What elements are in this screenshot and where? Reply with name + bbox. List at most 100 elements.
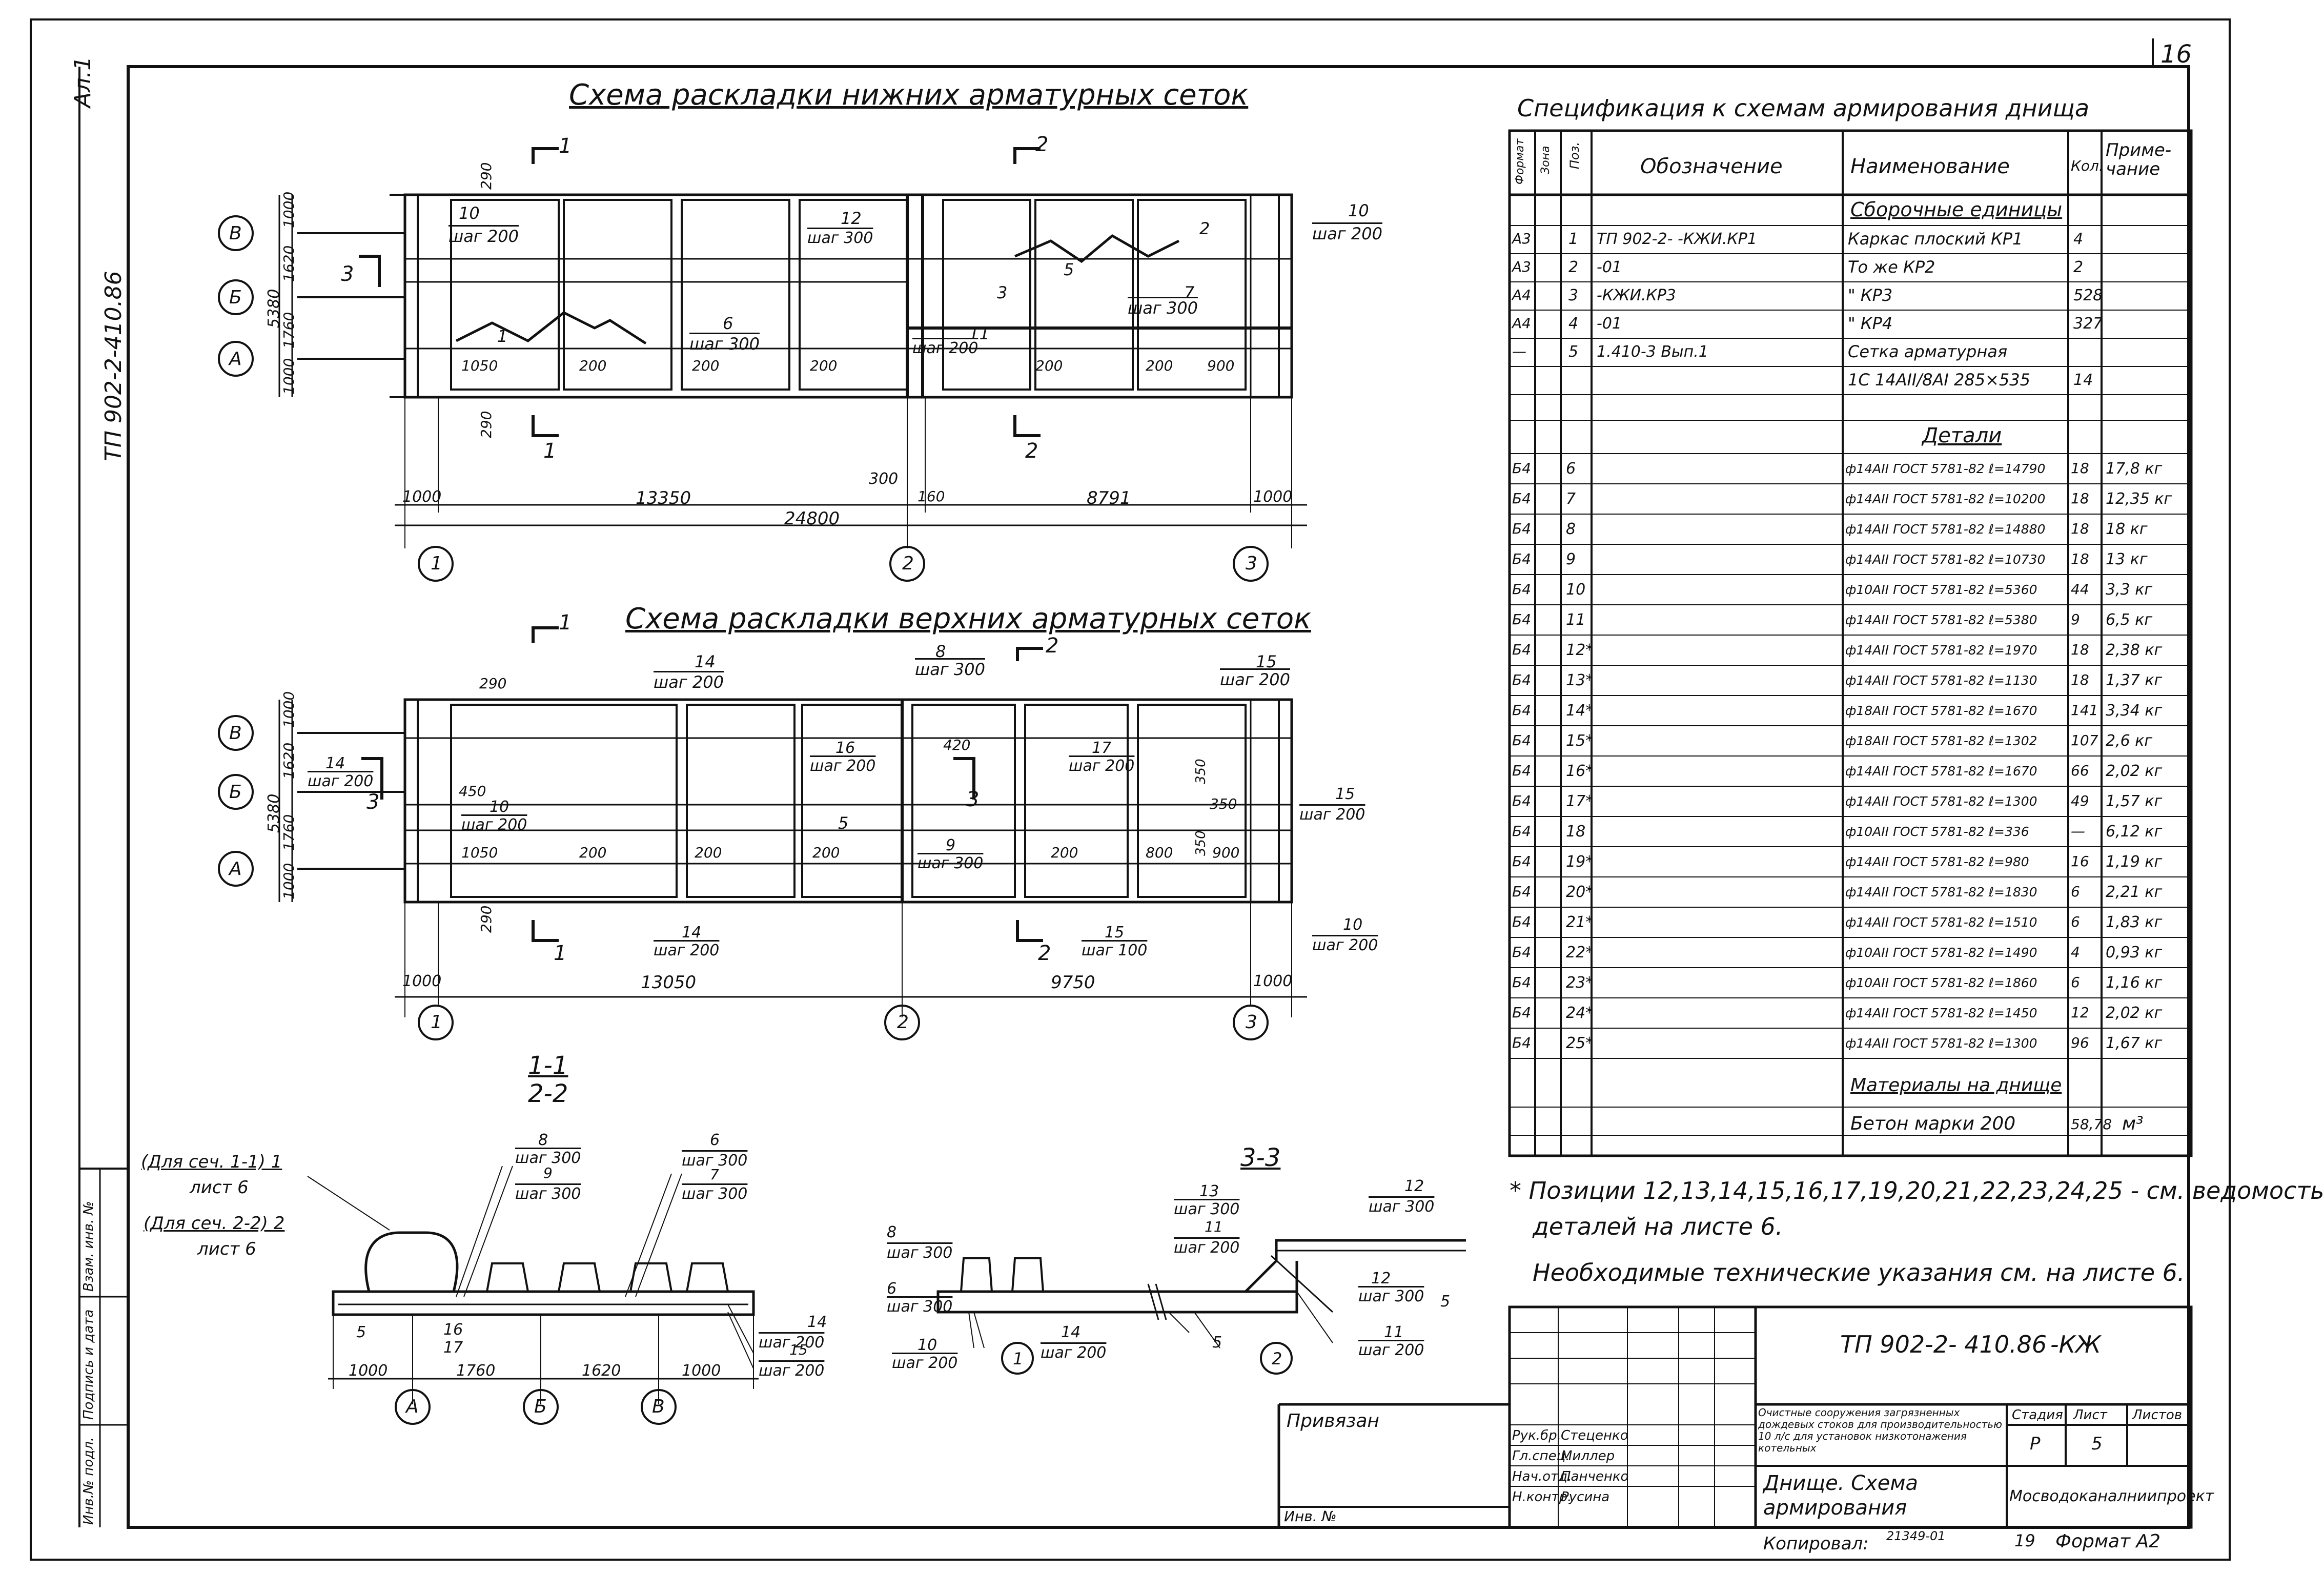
upper-dim-13050: 13050 xyxy=(641,972,697,993)
section-33-p13-step: шаг 300 xyxy=(1174,1200,1240,1218)
spec-detail-name: ф10АII ГОСТ 5781-82 ℓ=1860 xyxy=(1845,975,2037,990)
upper-label-10-step: шаг 200 xyxy=(461,816,527,834)
spec-detail-qty: 6 xyxy=(2071,913,2080,930)
upper-dim-450: 450 xyxy=(459,783,486,800)
section-33-p10: 10 xyxy=(918,1336,937,1354)
section-33-p12-step: шаг 300 xyxy=(1369,1198,1435,1216)
upper-cut-2-top: 2 xyxy=(1046,634,1059,658)
spec-detail-pos: 8 xyxy=(1566,520,1576,538)
spec-detail-name: ф10АII ГОСТ 5781-82 ℓ=5360 xyxy=(1845,582,2037,597)
lower-label-11: 11 xyxy=(969,324,990,343)
spec-detail-qty: 9 xyxy=(2071,611,2080,628)
spec-detail-note: 13 кг xyxy=(2106,550,2148,568)
section-11-p7: 7 xyxy=(710,1166,719,1183)
lower-dim-200d: 200 xyxy=(1035,357,1063,374)
spec-header-designation: Обозначение xyxy=(1640,155,1783,178)
upper-label-15: 15 xyxy=(1256,652,1277,671)
lower-axis-col-1: 1 xyxy=(431,553,442,574)
spec-assembly-name: Каркас плоский КР1 xyxy=(1848,229,2023,249)
spec-detail-note: 3,34 кг xyxy=(2106,702,2163,720)
spec-detail-qty: 18 xyxy=(2071,671,2089,688)
spec-detail-qty: 49 xyxy=(2071,792,2089,809)
spec-detail-note: 1,19 кг xyxy=(2106,853,2163,871)
upper-axis-col-3: 3 xyxy=(1246,1012,1257,1033)
spec-detail-note: 6,5 кг xyxy=(2106,611,2153,629)
upper-label-9-step: шаг 300 xyxy=(918,854,984,872)
section-11-drawing xyxy=(307,1166,759,1425)
spec-detail-qty: 18 xyxy=(2071,520,2089,537)
section-33-p8-step: шаг 300 xyxy=(887,1244,953,1262)
upper-label-15b: 15 xyxy=(1105,924,1125,942)
stamp-sheets-header: Листов xyxy=(2132,1407,2183,1423)
lower-label-2: 2 xyxy=(1199,219,1210,238)
spec-assembly-format: А3 xyxy=(1512,230,1531,247)
lower-dim-300: 300 xyxy=(869,470,899,488)
upper-label-10: 10 xyxy=(490,798,509,816)
stamp-sheet-no: 19 xyxy=(2014,1531,2035,1550)
spec-detail-format: Б4 xyxy=(1512,702,1532,719)
upper-dim-200d: 200 xyxy=(1051,844,1078,861)
drawing-sheet xyxy=(30,18,2231,1561)
upper-dim-800: 800 xyxy=(1146,844,1173,861)
spec-detail-name: ф14АII ГОСТ 5781-82 ℓ=1300 xyxy=(1845,1036,2037,1051)
spec-detail-note: 18 кг xyxy=(2106,520,2148,538)
spec-header-name: Наименование xyxy=(1850,155,2010,178)
spec-detail-qty: 6 xyxy=(2071,974,2080,991)
spec-detail-note: 17,8 кг xyxy=(2106,460,2163,478)
lower-dim-900: 900 xyxy=(1207,357,1235,374)
upper-cut-3: 3 xyxy=(366,790,380,814)
stamp-privyazan: Привязан xyxy=(1287,1411,1379,1432)
lower-label-7-step: шаг 300 xyxy=(1128,298,1198,318)
stamp-stage: Р xyxy=(2030,1434,2041,1454)
spec-detail-pos: 20* xyxy=(1566,883,1594,901)
spec-detail-name: ф10АII ГОСТ 5781-82 ℓ=1490 xyxy=(1845,945,2037,960)
spec-detail-name: ф14АII ГОСТ 5781-82 ℓ=5380 xyxy=(1845,612,2037,627)
lower-label-3: 3 xyxy=(997,283,1008,302)
spec-detail-qty: 16 xyxy=(2071,853,2089,870)
spec-assembly-designation: ТП 902-2- -КЖИ.КР1 xyxy=(1597,230,1757,248)
upper-dim-200a: 200 xyxy=(579,844,607,861)
upper-dim-1050: 1050 xyxy=(461,844,498,861)
upper-label-14b-step: шаг 200 xyxy=(654,942,720,959)
section-11-p7-step: шаг 300 xyxy=(682,1185,748,1203)
spec-detail-qty: 18 xyxy=(2071,460,2089,477)
section-11-p14: 14 xyxy=(807,1313,827,1331)
spec-assembly-pos: 1 xyxy=(1568,230,1579,248)
section-33-p11b: 11 xyxy=(1384,1323,1404,1341)
spec-detail-format: Б4 xyxy=(1512,641,1532,658)
lower-axis-row-b: Б xyxy=(229,287,242,308)
lower-cut-2-top: 2 xyxy=(1035,133,1049,156)
spec-assembly-designation: -01 xyxy=(1597,315,1622,333)
stamp-inv: Инв. № xyxy=(1284,1508,1337,1525)
upper-axis-row-a: А xyxy=(229,858,242,880)
upper-label-17: 17 xyxy=(1092,739,1112,757)
lower-label-6-step: шаг 300 xyxy=(689,334,760,354)
section-11-p9: 9 xyxy=(543,1164,553,1181)
lower-dim-total: 24800 xyxy=(784,508,840,529)
upper-dim-900: 900 xyxy=(1212,844,1240,861)
lower-cut-1-top: 1 xyxy=(559,134,572,158)
lower-label-11-step: шаг 200 xyxy=(912,339,978,357)
upper-dim-1000b: 1000 xyxy=(1253,972,1293,990)
spec-detail-name: ф14АII ГОСТ 5781-82 ℓ=1970 xyxy=(1845,643,2037,658)
upper-label-8: 8 xyxy=(935,642,946,661)
lower-label-1: 1 xyxy=(497,326,508,346)
upper-label-15r-step: шаг 200 xyxy=(1299,806,1365,824)
section-33-p12b: 12 xyxy=(1371,1270,1391,1287)
spec-title: Спецификация к схемам армирования днища xyxy=(1517,94,2090,122)
spec-assembly-qty: 4 xyxy=(2073,230,2084,248)
spec-detail-name: ф18АII ГОСТ 5781-82 ℓ=1670 xyxy=(1845,703,2037,718)
lower-label-12-step: шаг 300 xyxy=(807,229,873,247)
stamp-sheet: 5 xyxy=(2091,1434,2103,1454)
spec-detail-name: ф18АII ГОСТ 5781-82 ℓ=1302 xyxy=(1845,733,2037,748)
spec-header-note: Приме-чание xyxy=(2106,140,2172,180)
spec-assembly-name: " КР4 xyxy=(1848,314,1893,333)
spec-detail-format: Б4 xyxy=(1512,913,1532,930)
spec-detail-qty: 44 xyxy=(2071,581,2089,598)
upper-label-14-step: шаг 200 xyxy=(654,672,724,692)
spec-assembly-name: " КР3 xyxy=(1848,285,1893,305)
section-11-dim-1620: 1620 xyxy=(582,1362,621,1380)
spec-detail-name: ф14АII ГОСТ 5781-82 ℓ=1300 xyxy=(1845,794,2037,809)
spec-header-qty: Кол. xyxy=(2071,157,2104,174)
spec-detail-qty: 12 xyxy=(2071,1004,2089,1021)
